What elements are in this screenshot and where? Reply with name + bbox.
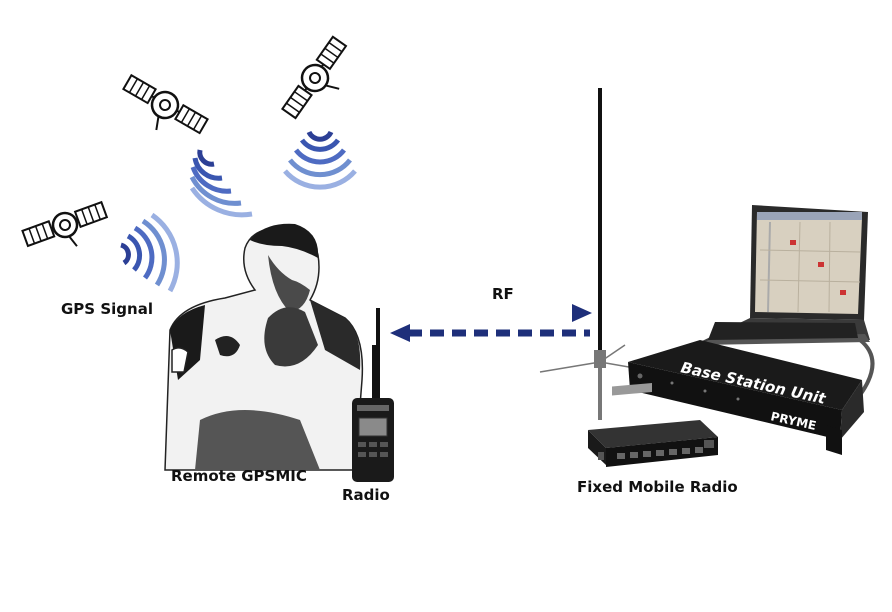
satellite-icon [122,73,209,135]
gps-signal-label: GPS Signal [61,300,153,318]
base-station-unit-icon: Base Station Unit PRYME RADIO PRODUCTS [628,340,864,455]
gps-wave-icon [283,130,357,190]
antenna-icon [539,88,659,420]
gps-wave-icon [189,149,253,218]
satellite-icon [21,200,109,248]
arrow-left-icon [390,324,410,342]
remote-gpsmic-label: Remote GPSMIC [171,467,307,485]
rf-arrows [390,304,592,342]
laptop-icon [700,205,875,397]
satellite-icon [280,35,348,120]
mobile-radio-icon [588,382,718,467]
gps-wave-icon [120,212,180,293]
arrow-right-icon [572,304,592,322]
radio-label: Radio [342,486,390,504]
rf-label: RF [492,285,514,303]
fixed-mobile-radio-label: Fixed Mobile Radio [577,478,738,496]
handheld-radio-icon [352,308,394,482]
officer-illustration [164,223,364,471]
